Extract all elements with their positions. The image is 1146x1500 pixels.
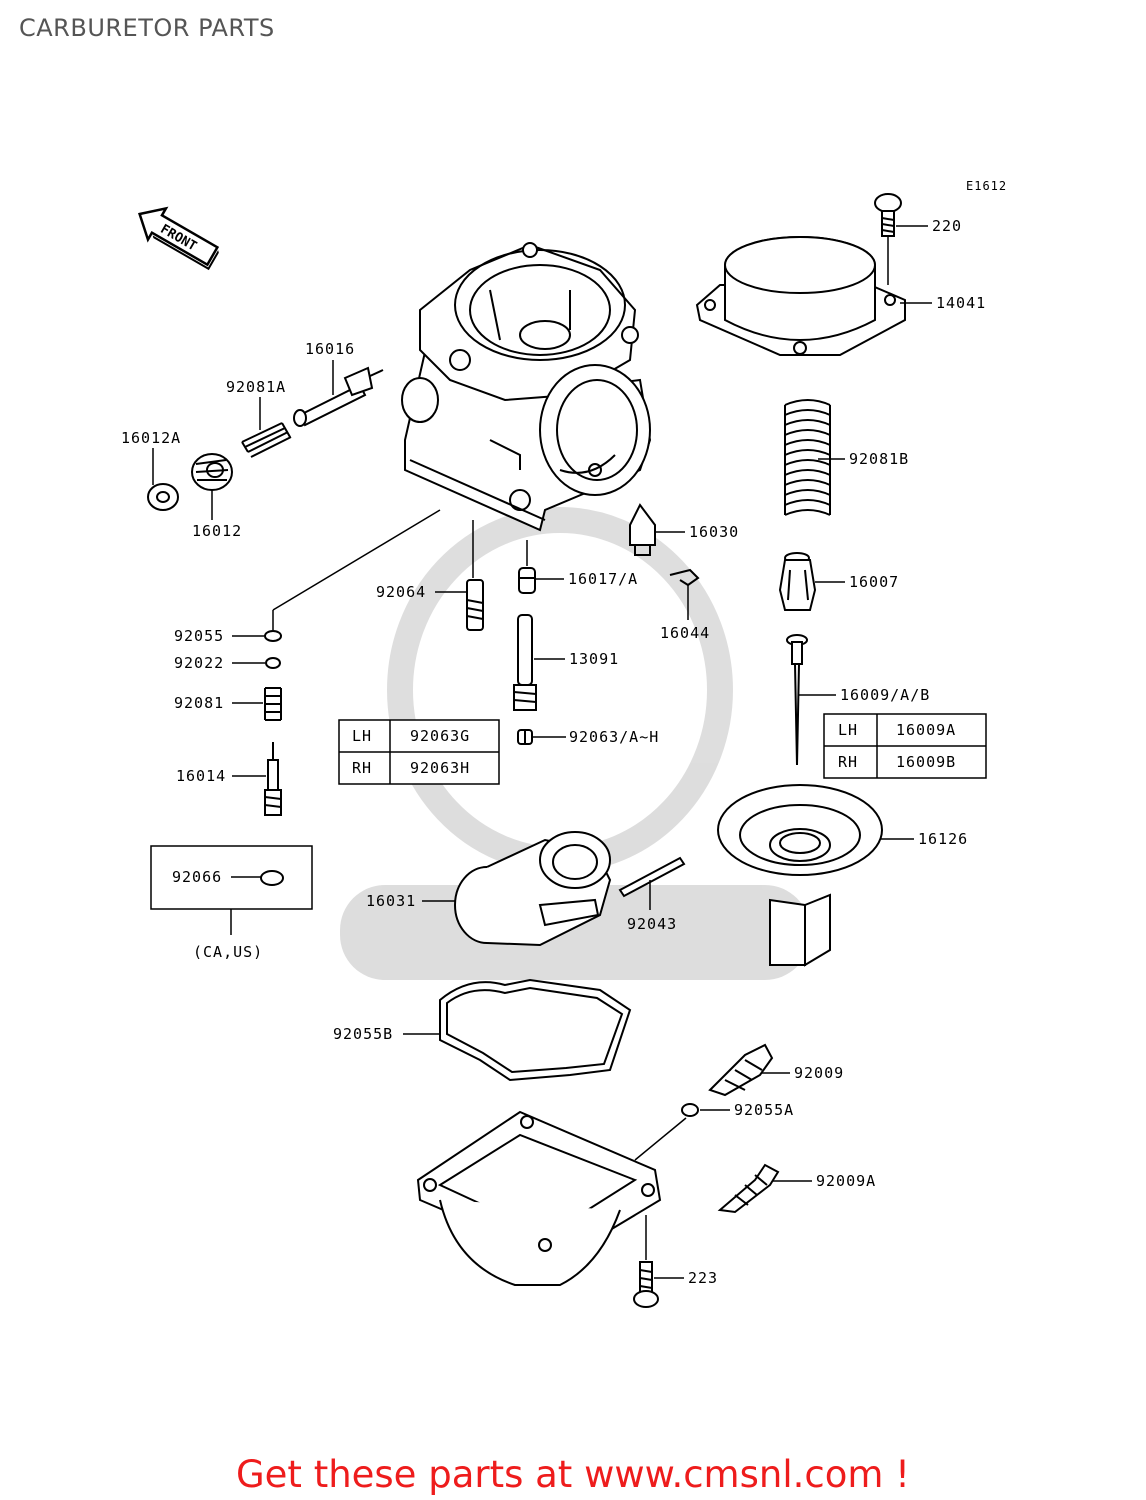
part-16014 [264, 742, 282, 816]
label-16014: 16014 [176, 767, 226, 785]
part-16012a [147, 483, 179, 511]
label-ca-us: (CA,US) [193, 943, 263, 961]
part-16030 [629, 503, 656, 556]
washer-92022 [265, 657, 281, 669]
screw-223 [633, 1261, 659, 1308]
part-16031 [454, 831, 612, 947]
jet-row-0-side: LH [352, 727, 372, 745]
drawing-code: E1612 [966, 179, 1007, 193]
screw-220 [874, 193, 902, 237]
page-title: CARBURETOR PARTS [19, 14, 275, 42]
label-92009: 92009 [794, 1064, 844, 1082]
label-16007: 16007 [849, 573, 899, 591]
label-92022: 92022 [174, 654, 224, 672]
oring-92055 [264, 630, 282, 642]
label-223: 223 [688, 1269, 718, 1287]
needle-row-1-part: 16009B [896, 753, 956, 771]
part-92064 [466, 579, 484, 631]
footer-link[interactable]: Get these parts at www.cmsnl.com ! [235, 1453, 910, 1496]
float-bowl [416, 1110, 662, 1286]
gasket-92055b [439, 978, 632, 1082]
label-16030: 16030 [689, 523, 739, 541]
label-16009ab: 16009/A/B [840, 686, 930, 704]
label-220: 220 [932, 217, 962, 235]
spring-92081 [264, 687, 282, 721]
label-16031: 16031 [366, 892, 416, 910]
jet-row-1-part: 92063H [410, 759, 470, 777]
label-92055a: 92055A [734, 1101, 794, 1119]
clip-16044 [669, 568, 700, 587]
label-92081b: 92081B [849, 450, 909, 468]
label-92064: 92064 [376, 583, 426, 601]
pin-92043 [618, 856, 686, 898]
label-16012a: 16012A [121, 429, 181, 447]
label-16012: 16012 [192, 522, 242, 540]
part-13091 [513, 614, 537, 711]
jet-92063 [517, 729, 533, 745]
jet-row-0-part: 92063G [410, 727, 470, 745]
label-14041: 14041 [936, 294, 986, 312]
box-92066: 92066 [150, 845, 313, 935]
label-92066: 92066 [172, 868, 222, 886]
part-16012 [191, 453, 233, 491]
carburetor-body [401, 242, 652, 532]
label-92009a: 92009A [816, 1172, 876, 1190]
label-16016: 16016 [305, 340, 355, 358]
label-92043: 92043 [627, 915, 677, 933]
cover-14041 [695, 236, 906, 356]
part-16016 [293, 366, 384, 427]
label-92081: 92081 [174, 694, 224, 712]
jet-row-1-side: RH [352, 759, 372, 777]
label-92055: 92055 [174, 627, 224, 645]
piston-16126 [717, 784, 883, 967]
part-16017a [518, 567, 536, 594]
needle-row-0-part: 16009A [896, 721, 956, 739]
screw-92009 [708, 1043, 774, 1097]
label-92063ah: 92063/A~H [569, 728, 659, 746]
part-16007 [778, 552, 817, 611]
needle-16009 [786, 634, 808, 766]
table-needle: LH 16009A RH 16009B [823, 713, 987, 779]
label-13091: 13091 [569, 650, 619, 668]
spring-92081b [784, 399, 831, 516]
oring-92055a [681, 1103, 699, 1117]
spring-92081a [241, 422, 292, 458]
screw-92009a [717, 1163, 780, 1214]
needle-row-1-side: RH [838, 753, 858, 771]
front-arrow-icon: FRONT [138, 206, 220, 271]
label-92081a: 92081A [226, 378, 286, 396]
table-jet: LH 92063G RH 92063H [338, 719, 500, 785]
label-16044: 16044 [660, 624, 710, 642]
needle-row-0-side: LH [838, 721, 858, 739]
label-92055b: 92055B [333, 1025, 393, 1043]
label-16017a: 16017/A [568, 570, 638, 588]
label-16126: 16126 [918, 830, 968, 848]
